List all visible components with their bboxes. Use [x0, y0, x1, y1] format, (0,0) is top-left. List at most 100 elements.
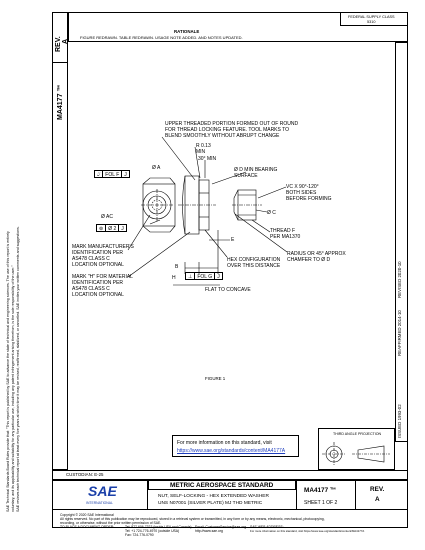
r-label: R 0.13: [196, 143, 211, 149]
info-box: [172, 435, 299, 457]
projection-box: [318, 428, 395, 470]
title-block-logo-cell: [52, 480, 148, 510]
note-upper-2: FOR THREAD LOCKING FEATURE. TOOL MARKS T…: [165, 127, 290, 133]
footer-rights: All rights reserved. No part of this pub…: [60, 517, 325, 521]
min-label: MIN: [196, 149, 206, 155]
end-view-hex-top: [142, 177, 176, 185]
leader-c: [255, 209, 268, 213]
mark-h-2: IDENTIFICATION PER: [72, 280, 124, 286]
fcf-top-datum: J: [124, 172, 127, 178]
side-view-bearing-arc: [182, 175, 186, 235]
leader-hex: [204, 229, 228, 258]
rationale-text: FIGURE REDRAWN. TABLE REDRAWN. USAGE NOT…: [80, 35, 243, 40]
fcf-bottom: ⊥ FOL G J: [185, 272, 223, 280]
right-strip: [395, 42, 408, 442]
figure-label: FIGURE 1: [205, 376, 226, 381]
mark-mfr-2: IDENTIFICATION PER: [72, 250, 124, 256]
dia-a-label: Ø A: [152, 165, 161, 171]
fcf-mid-datum: J: [121, 226, 124, 232]
logo-text: SAE: [88, 483, 117, 499]
leader-radius: [234, 213, 288, 253]
title-rev-value: A: [375, 496, 380, 503]
leader-mark-mfr: [127, 214, 151, 251]
mark-mfr-3: AS478 CLASS C: [72, 256, 110, 262]
title-block-type-row: [148, 480, 296, 490]
note-upper-1: UPPER THREADED PORTION FORMED OUT OF ROU…: [165, 121, 299, 127]
fcf-mid-symbol: ⊚: [97, 225, 107, 232]
title-desc-2: UNS N07001 (SILVER PLATE) MJ THD METRIC: [158, 501, 263, 506]
fcf-bottom-tolerance: FOL G: [195, 273, 216, 280]
leader-thread: [251, 219, 271, 233]
fcf-top: ⌰ FOL F J: [94, 170, 130, 178]
custodian-row: [52, 470, 408, 480]
fcf-top-tolerance: FOL F: [103, 171, 123, 178]
mark-h-3: AS478 CLASS C: [72, 286, 110, 292]
leader-fcf-mid: [149, 219, 161, 225]
b-label: B: [175, 264, 179, 270]
rationale-title: RATIONALE: [174, 29, 200, 34]
hex-label-1: HEX CONFIGURATION: [227, 257, 281, 263]
footer-tel2: Tel: +1 724-776-4970 (outside USA): [125, 529, 180, 533]
footer-copyright: Copyright © 2020 SAE International: [60, 513, 114, 517]
footer-rights-2: recording, or otherwise, without the pri…: [60, 521, 162, 525]
bearing-label-1: Ø D MIN BEARING: [234, 167, 278, 173]
custodian: CUSTODIAN: E-25: [66, 472, 104, 477]
left-strip: [52, 12, 68, 470]
fcf-bottom-symbol: ⊥: [186, 273, 196, 280]
title-desc-1: NUT, SELF-LOCKING - HEX EXTENDED WASHER: [158, 494, 269, 499]
hex-label-2: OVER THIS DISTANCE: [227, 263, 281, 269]
title-sheet: SHEET 1 OF 2: [304, 500, 338, 506]
mark-h-1: MARK "H" FOR MATERIAL: [72, 274, 133, 280]
end-view-hex-bottom: [142, 225, 176, 233]
mark-h-4: LOCATION OPTIONAL: [72, 292, 124, 298]
angle-label: 30° MIN: [198, 156, 217, 162]
fcf-mid: ⊚ Ø 2 J: [96, 224, 127, 232]
vc-label-2: BOTH SIDES: [286, 190, 317, 196]
left-strip-divider: [52, 62, 68, 63]
footer-fax: Fax: 724-776-0790: [125, 533, 154, 537]
footer-tel1: Tel: 877-606-7323 (inside USA and Canada…: [125, 525, 192, 529]
info-link[interactable]: https://www.sae.org/standards/content/MA…: [177, 448, 286, 454]
logo-sub: INTERNATIONAL: [86, 501, 113, 505]
section-chamfer: [233, 189, 239, 221]
h-label: H: [172, 275, 176, 281]
note-upper-3: BLEND SMOOTHLY WITHOUT ABRUPT CHANGE: [165, 133, 280, 139]
third-angle-projection-icon: [322, 442, 390, 466]
footer-web: http://www.sae.org: [195, 529, 223, 533]
leader-mark-h: [127, 231, 191, 278]
footer-orders: TO PLACE A DOCUMENT ORDER:: [60, 525, 115, 529]
leader-vc: [257, 186, 287, 199]
mark-mfr-4: LOCATION OPTIONAL: [72, 262, 124, 268]
fsc-box: [340, 12, 408, 26]
flat-label: FLAT TO CONCAVE: [205, 287, 251, 293]
e-label: E: [231, 237, 235, 243]
footer-feedback: SAE WEB ADDRESS:: [250, 525, 284, 529]
vc-label-3: BEFORE FORMING: [286, 196, 332, 202]
bearing-label-2: SURFACE: [234, 173, 258, 179]
title-doc-number: MA4177 ™: [304, 487, 337, 494]
thread-label-2: PER MA1370: [270, 234, 301, 240]
vc-label-1: VC X 90°-120°: [286, 184, 319, 190]
footer-email: Email: CustomerService@sae.org: [195, 525, 247, 529]
dia-ac-label: Ø AC: [101, 214, 113, 220]
leader-bearing: [211, 171, 247, 185]
thread-label-1: THREAD F: [270, 228, 295, 234]
fcf-bottom-datum: J: [217, 274, 220, 280]
fsc-label: FEDERAL SUPPLY CLASS: [348, 15, 395, 19]
fsc-value: 5310: [367, 20, 376, 24]
mark-mfr-1: MARK MANUFACTURER'S: [72, 244, 134, 250]
radius-label-1: RADIUS OR 45° APPROX: [287, 251, 346, 257]
title-block-number-cell: [296, 480, 356, 510]
title-rev-label: REV.: [370, 486, 385, 493]
leader-r: [194, 146, 201, 179]
radius-label-2: CHAMFER TO Ø D: [287, 257, 331, 263]
c-label: Ø C: [267, 210, 276, 216]
leader-upper: [161, 136, 196, 181]
fcf-top-symbol: ⌰: [95, 171, 104, 178]
header-box: [68, 12, 408, 42]
standard-type: METRIC AEROSPACE STANDARD: [170, 482, 274, 489]
fcf-mid-tolerance: Ø 2: [106, 225, 120, 232]
footer-feedback-2: For more information on this standard, v…: [250, 529, 365, 533]
projection-title: THIRD ANGLE PROJECTION: [333, 432, 382, 436]
